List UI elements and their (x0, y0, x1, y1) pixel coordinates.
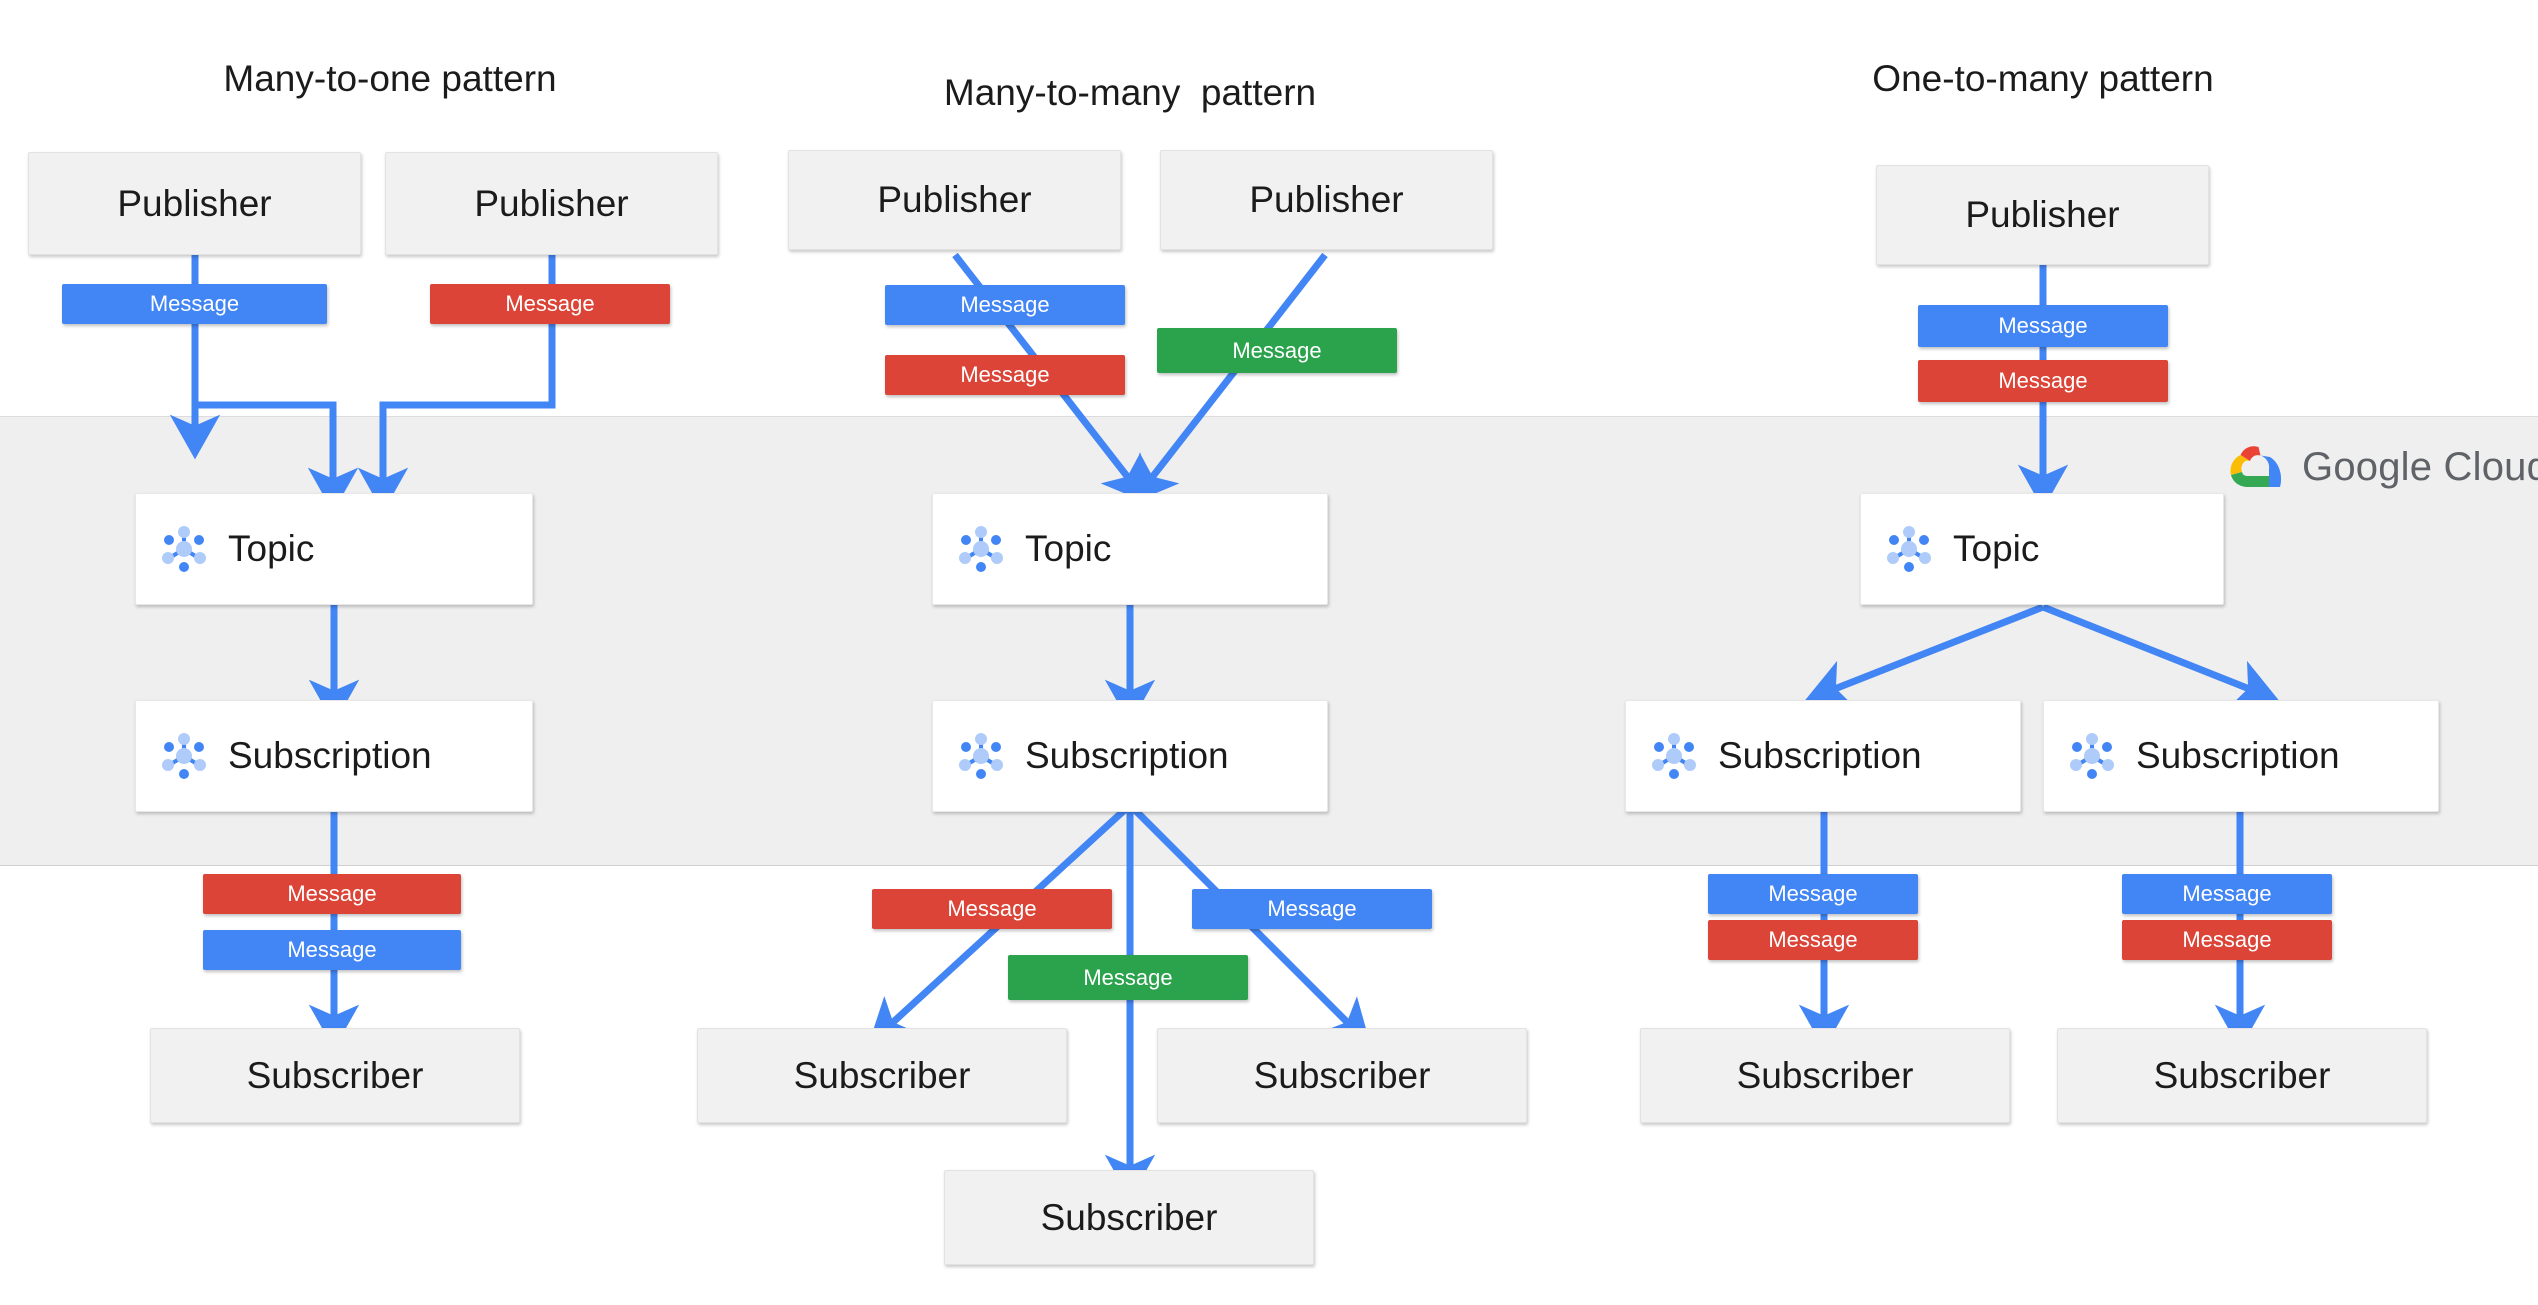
subscription-box[interactable]: Subscription (1625, 700, 2021, 812)
topic-label: Topic (1025, 528, 1112, 569)
publisher-label: Publisher (1965, 194, 2120, 235)
pubsub-node-icon (2070, 733, 2114, 779)
subscription-label: Subscription (1718, 735, 1922, 776)
google-cloud-logo-icon (2230, 446, 2282, 487)
message-label: Message (960, 292, 1050, 317)
message-chip: Message (2122, 920, 2332, 960)
topic-label: Topic (1953, 528, 2040, 569)
subscriber-label: Subscriber (1253, 1054, 1431, 1096)
pubsub-node-icon (162, 526, 206, 572)
subscriber-label: Subscriber (1736, 1054, 1914, 1096)
message-chip: Message (885, 355, 1125, 395)
subscription-label: Subscription (1025, 735, 1229, 776)
subscriber-box[interactable]: Subscriber (697, 1028, 1067, 1123)
message-chip: Message (872, 889, 1112, 929)
subscription-label: Subscription (2136, 735, 2340, 776)
message-label: Message (947, 896, 1037, 921)
publisher-label: Publisher (1249, 179, 1404, 220)
column-title-many-to-one: Many-to-one pattern (223, 58, 557, 99)
subscription-box[interactable]: Subscription (135, 700, 533, 812)
cloud-word: Cloud (2443, 444, 2538, 489)
message-chip: Message (1918, 305, 2168, 347)
publisher-box[interactable]: Publisher (385, 152, 718, 255)
subscriber-box[interactable]: Subscriber (1640, 1028, 2010, 1123)
message-label: Message (505, 291, 595, 316)
message-label: Message (1998, 368, 2088, 393)
message-label: Message (149, 291, 240, 316)
message-label: Message (960, 362, 1050, 387)
message-chip: Message (1918, 360, 2168, 402)
subscriber-label: Subscriber (2153, 1054, 2331, 1096)
publisher-box[interactable]: Publisher (28, 152, 361, 255)
subscription-box[interactable]: Subscription (932, 700, 1328, 812)
publisher-label: Publisher (474, 182, 629, 224)
topic-label: Topic (228, 528, 315, 569)
subscriber-box[interactable]: Subscriber (1157, 1028, 1527, 1123)
publisher-box[interactable]: Publisher (788, 150, 1121, 250)
column-title-many-to-many: Many-to-many pattern (943, 72, 1317, 113)
message-chip: Message (1192, 889, 1432, 929)
publisher-box[interactable]: Publisher (1160, 150, 1493, 250)
message-label: Message (2182, 881, 2272, 906)
topic-box[interactable]: Topic (1860, 493, 2224, 605)
message-label: Message (1267, 896, 1357, 921)
message-label: Message (287, 881, 377, 906)
publisher-box[interactable]: Publisher (1876, 165, 2209, 265)
message-label: Message (287, 937, 377, 962)
subscription-label: Subscription (228, 735, 432, 776)
message-label: Message (1232, 337, 1322, 363)
subscriber-box[interactable]: Subscriber (2057, 1028, 2427, 1123)
google-cloud-wordmark: Google Cloud (2302, 445, 2538, 490)
publisher-label: Publisher (877, 179, 1032, 220)
subscriber-label: Subscriber (246, 1054, 424, 1096)
message-chip: Message (62, 284, 327, 324)
pubsub-node-icon (959, 733, 1003, 779)
message-label: Message (1768, 881, 1858, 906)
google-word: Google (2302, 444, 2433, 489)
topic-box[interactable]: Topic (932, 493, 1328, 605)
pubsub-node-icon (162, 733, 206, 779)
subscriber-box[interactable]: Subscriber (150, 1028, 520, 1123)
subscriber-box[interactable]: Subscriber (944, 1170, 1314, 1265)
message-chip: Message (1008, 955, 1248, 1000)
message-label: Message (1998, 313, 2088, 338)
pubsub-node-icon (959, 526, 1003, 572)
message-chip: Message (203, 874, 461, 914)
pubsub-node-icon (1652, 733, 1696, 779)
message-chip: Message (1157, 328, 1397, 373)
topic-box[interactable]: Topic (135, 493, 533, 605)
google-cloud-branding: Google Cloud (2228, 444, 2538, 490)
subscriber-label: Subscriber (1040, 1196, 1218, 1238)
message-chip: Message (203, 930, 461, 970)
message-label: Message (1768, 927, 1858, 952)
subscriber-label: Subscriber (793, 1054, 971, 1096)
message-chip: Message (885, 285, 1125, 325)
message-label: Message (2182, 927, 2272, 952)
pubsub-node-icon (1887, 526, 1931, 572)
message-label: Message (1083, 964, 1173, 990)
message-chip: Message (1708, 920, 1918, 960)
column-title-one-to-many: One-to-many pattern (1872, 58, 2214, 99)
message-chip: Message (430, 284, 670, 324)
message-chip: Message (2122, 874, 2332, 914)
subscription-box[interactable]: Subscription (2043, 700, 2439, 812)
publisher-label: Publisher (117, 182, 272, 224)
message-chip: Message (1708, 874, 1918, 914)
